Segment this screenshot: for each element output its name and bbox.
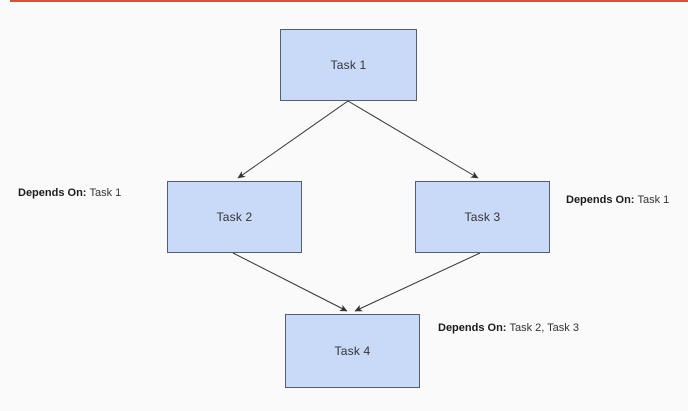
edge-task2-to-task4 (232, 252, 348, 312)
node-task1: Task 1 (280, 29, 417, 101)
dependency-label-task2: Depends On:Task 1 (18, 187, 121, 200)
node-task1-label: Task 1 (330, 58, 367, 72)
dependency-label-task4-value: Task 2, Task 3 (509, 322, 579, 334)
node-task3-label: Task 3 (464, 210, 501, 224)
edge-task1-to-task3 (347, 100, 479, 179)
node-task3: Task 3 (415, 181, 550, 253)
edge-task3-to-task4 (354, 252, 481, 312)
top-accent-line (10, 0, 688, 2)
dependency-label-task3: Depends On:Task 1 (566, 194, 669, 207)
dependency-label-task2-value: Task 1 (89, 187, 122, 199)
node-task2-label: Task 2 (216, 210, 253, 224)
edge-task1-to-task2 (237, 100, 349, 179)
dependency-label-task4-prefix: Depends On: (438, 322, 507, 334)
dependency-label-task4: Depends On:Task 2, Task 3 (438, 322, 579, 335)
dependency-label-task3-value: Task 1 (637, 194, 670, 206)
dependency-label-task3-prefix: Depends On: (566, 194, 635, 206)
dependency-label-task2-prefix: Depends On: (18, 187, 87, 199)
node-task2: Task 2 (167, 181, 302, 253)
node-task4: Task 4 (285, 314, 420, 388)
node-task4-label: Task 4 (334, 344, 371, 358)
